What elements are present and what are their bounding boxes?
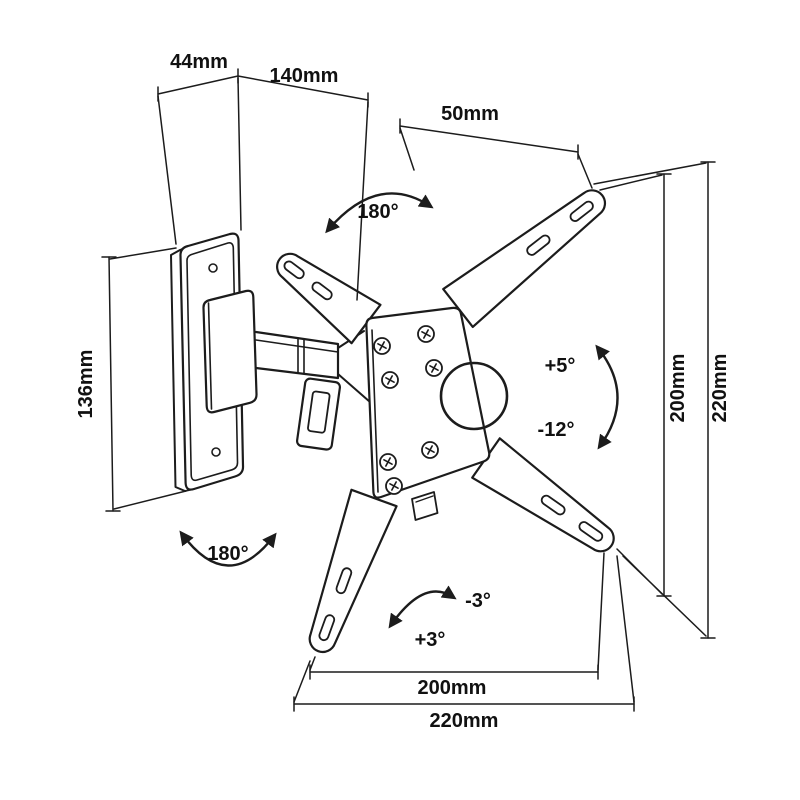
vesa-plate: [276, 189, 615, 653]
vesa-arm-upper-left: [276, 252, 382, 345]
dim-vesa-width-label: 200mm: [418, 677, 487, 699]
vesa-arm-upper-right: [442, 189, 607, 329]
arm-mount-block: [202, 289, 258, 414]
angle-swivel-top-label: 180°: [357, 201, 398, 223]
tilt-arc: [595, 344, 619, 450]
arm-tube: [254, 330, 340, 380]
rotation-arc: [388, 585, 457, 629]
mounting-slot: [569, 200, 594, 222]
dim-wall-plate-depth-label: 44mm: [170, 51, 228, 73]
bottom-tab: [411, 491, 439, 521]
vesa-arm-lower-right: [471, 437, 615, 553]
angle-tilt-up-label: +5°: [545, 355, 576, 377]
angle-rotation-plus-label: +3°: [415, 629, 446, 651]
dim-wall-plate-height-label: 136mm: [75, 350, 97, 419]
mounting-slot: [335, 567, 353, 595]
rotation-arrows: [179, 192, 619, 629]
dim-plate-height-label: 220mm: [709, 354, 731, 423]
mounting-slot: [311, 281, 333, 301]
mount-arm: [202, 289, 371, 451]
mounting-slot: [526, 234, 551, 256]
dim-head-offset-label: 50mm: [441, 103, 499, 125]
angle-rotation-minus-label: -3°: [465, 590, 491, 612]
cable-hook: [295, 377, 342, 451]
mounting-slot: [540, 494, 566, 516]
dim-vesa-height-label: 200mm: [667, 354, 689, 423]
wall-plate-hole-bottom: [211, 447, 221, 457]
swivel-arc-bottom: [179, 530, 277, 567]
wall-plate-hole-top: [208, 263, 218, 273]
angle-swivel-bottom-label: 180°: [207, 543, 248, 565]
vesa-arm-lower-left: [308, 488, 398, 653]
swivel-arc-top: [325, 192, 434, 234]
mounting-slot: [318, 614, 336, 642]
dim-plate-width-label: 220mm: [430, 710, 499, 732]
mounting-slot: [283, 260, 305, 280]
mounting-slot: [578, 521, 604, 542]
center-opening: [439, 361, 509, 431]
dim-arm-length-label: 140mm: [270, 65, 339, 87]
center-plate: [365, 306, 491, 499]
angle-tilt-down-label: -12°: [538, 419, 575, 441]
